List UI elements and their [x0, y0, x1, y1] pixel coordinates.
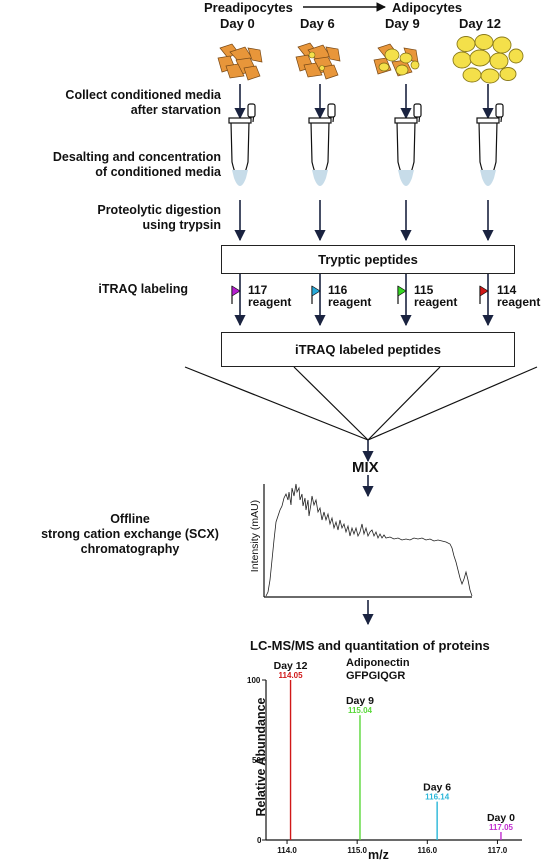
- reagent-116-mass: 116: [328, 283, 348, 297]
- step-desalt-line2: of conditioned media: [95, 165, 221, 179]
- step-collect-line2: after starvation: [130, 103, 221, 117]
- step-offline-line2: strong cation exchange (SCX): [41, 527, 219, 541]
- step-offline-line1: Offline: [110, 512, 150, 526]
- peak-day-label: Day 6: [423, 782, 451, 794]
- reagent-116-label: reagent: [328, 295, 372, 309]
- step-desalt-line1: Desalting and concentration: [52, 150, 221, 164]
- peak-day-label: Day 12: [274, 660, 308, 672]
- reagent-115-label: reagent: [414, 295, 458, 309]
- step-digest-line2: using trypsin: [142, 218, 221, 232]
- tube-day6-icon: [308, 103, 336, 186]
- step-itraq: iTRAQ labeling: [98, 282, 188, 296]
- xtick-label-2: 116.0: [418, 846, 438, 855]
- tube-day0-icon: [228, 103, 256, 186]
- tryptic-peptides-box: Tryptic peptides: [221, 245, 515, 274]
- reagent-arrows: [234, 274, 494, 327]
- lcms-label: LC-MS/MS and quantitation of proteins: [250, 638, 490, 653]
- ytick-100: 100: [247, 676, 261, 685]
- flag-115-icon: [397, 285, 407, 304]
- protein-label: Adiponectin: [346, 657, 410, 669]
- tube-day9-icon: [394, 103, 422, 186]
- reagent-114-mass: 114: [497, 283, 517, 297]
- preadipocytes-label: Preadipocytes: [204, 0, 293, 15]
- mix-lines: [184, 366, 538, 441]
- spectrum-xlabel: m/z: [368, 848, 389, 862]
- mix-label: MIX: [352, 459, 379, 476]
- step-collect-line1: Collect conditioned media: [65, 88, 221, 102]
- cells-day0-icon: [217, 43, 263, 81]
- cells-day12-icon: [452, 34, 524, 84]
- step-desalt: Desalting and concentration of condition…: [53, 150, 221, 180]
- flag-114-icon: [479, 285, 489, 304]
- peak-mass-label: 114.05: [279, 671, 304, 680]
- flag-117-icon: [231, 285, 241, 304]
- flag-116-icon: [311, 285, 321, 304]
- xtick-label-3: 117.0: [488, 846, 508, 855]
- day-label-6: Day 6: [300, 16, 335, 31]
- step-collect: Collect conditioned media after starvati…: [65, 88, 221, 118]
- reagent-114-label: reagent: [497, 295, 541, 309]
- step-digest-line1: Proteolytic digestion: [97, 203, 221, 217]
- scx-trace: [265, 483, 473, 597]
- step-offline-line3: chromatography: [80, 542, 180, 556]
- scx-chromatogram: [263, 483, 473, 598]
- scx-ylabel: Intensity (mAU): [249, 499, 261, 573]
- tube-to-box-arrows: [234, 200, 494, 242]
- cells-day9-icon: [373, 43, 420, 77]
- ytick-50: 50: [252, 756, 261, 765]
- tubes: [228, 103, 504, 186]
- itraq-labeled-peptides-box: iTRAQ labeled peptides: [221, 332, 515, 367]
- reagent-115: 115 reagent: [414, 284, 457, 308]
- peak-mass-label: 116.14: [425, 793, 450, 802]
- peak-day-label: Day 9: [346, 695, 374, 707]
- reagent-114: 114 reagent: [497, 284, 540, 308]
- peak-mass-label: 117.05: [489, 823, 514, 832]
- xtick-label-1: 115.0: [347, 846, 367, 855]
- adipocytes-label: Adipocytes: [392, 0, 463, 15]
- peak-day-label: Day 0: [487, 812, 515, 824]
- tube-day12-icon: [476, 103, 504, 186]
- step-digest: Proteolytic digestion using trypsin: [97, 203, 221, 233]
- spectrum-ticks: 114.0 115.0 116.0 117.0: [262, 679, 508, 855]
- step-offline: Offline strong cation exchange (SCX) chr…: [30, 512, 230, 557]
- reagent-117-label: reagent: [248, 295, 292, 309]
- peptide-label: GFPGIQGR: [346, 670, 406, 682]
- day-label-0: Day 0: [220, 16, 255, 31]
- cells-to-tube-arrows: [234, 84, 494, 120]
- reagent-116: 116 reagent: [328, 284, 371, 308]
- ytick-0: 0: [257, 836, 262, 845]
- cells-day6-icon: [295, 42, 341, 80]
- peak-mass-label: 115.04: [348, 706, 373, 715]
- day-label-9: Day 9: [385, 16, 420, 31]
- xtick-label-0: 114.0: [277, 846, 297, 855]
- reagent-117: 117 reagent: [248, 284, 291, 308]
- reagent-115-mass: 115: [414, 283, 434, 297]
- reagent-117-mass: 117: [248, 283, 268, 297]
- reagent-flags: [231, 285, 489, 304]
- day-label-12: Day 12: [459, 16, 501, 31]
